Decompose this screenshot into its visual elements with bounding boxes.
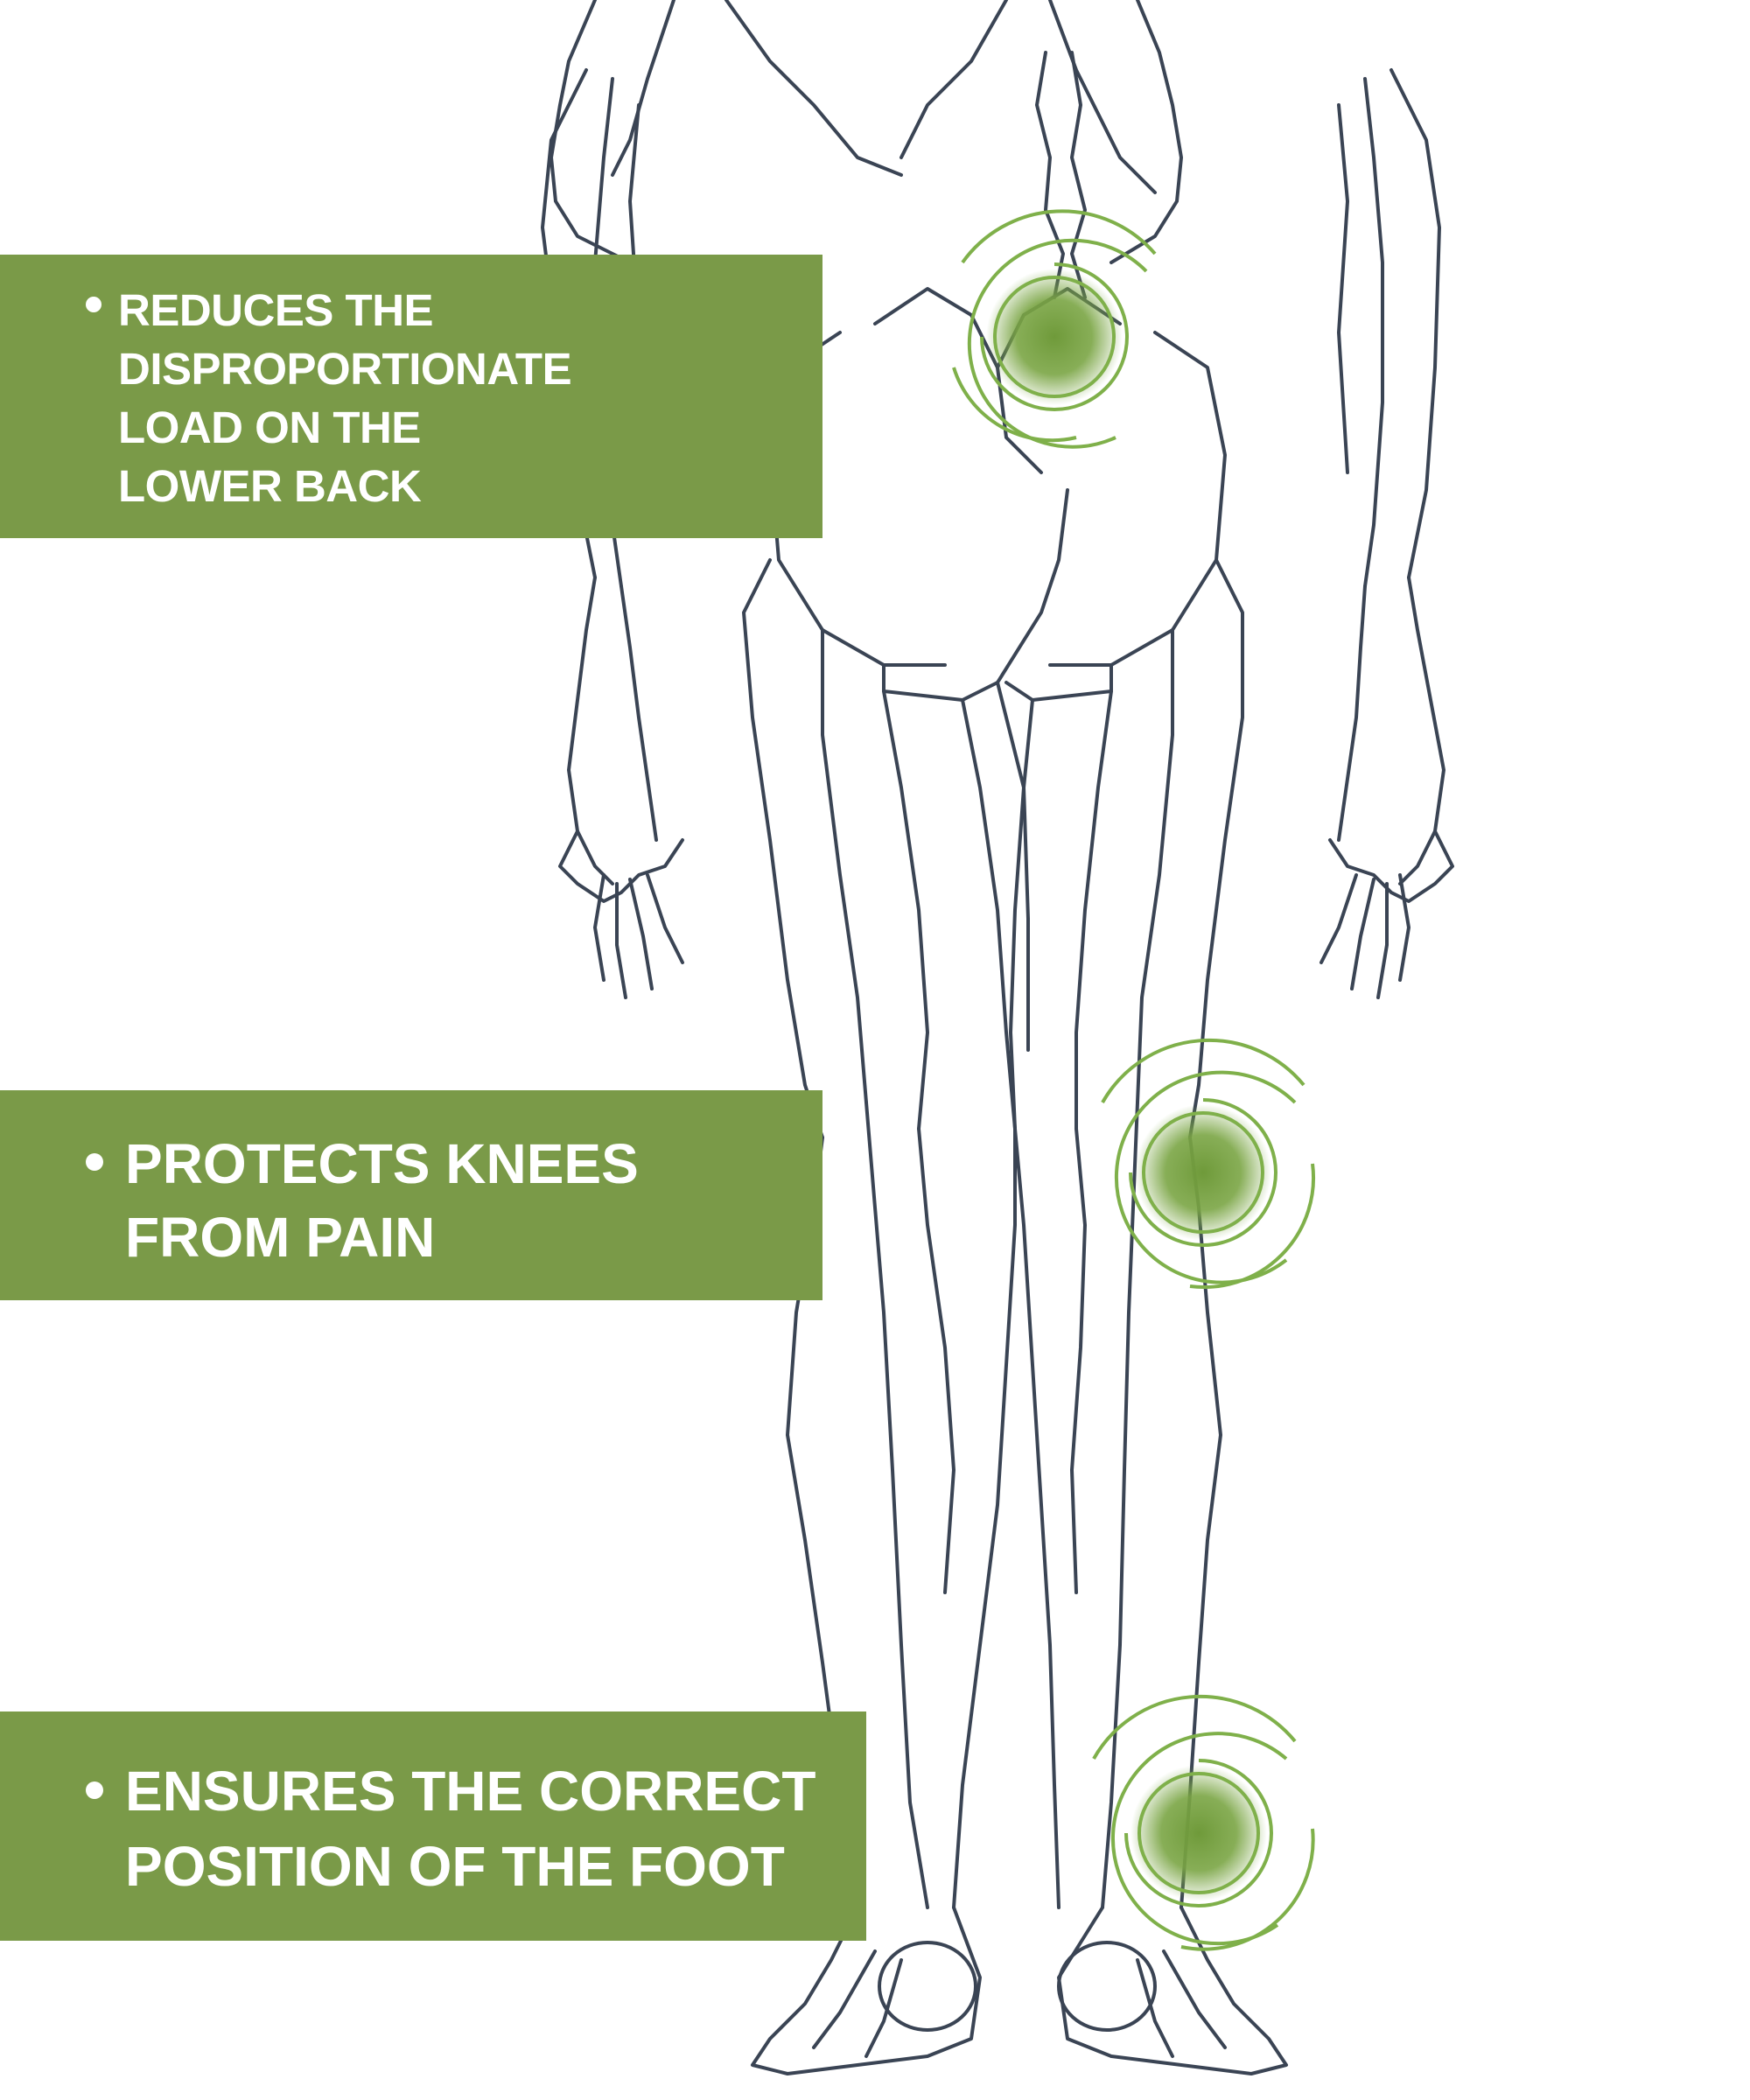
benefit-line: REDUCES THE [118, 285, 434, 335]
benefit-line: POSITION OF THE FOOT [125, 1835, 785, 1898]
benefit-text: REDUCES THE DISPROPORTIONATE LOAD ON THE… [118, 281, 572, 515]
glow-knee [1135, 1104, 1271, 1241]
benefit-text: ENSURES THE CORRECT POSITION OF THE FOOT [125, 1754, 816, 1904]
bullet-icon [86, 1153, 103, 1171]
body-outline [541, 0, 1454, 2076]
benefit-line: LOWER BACK [118, 461, 422, 511]
benefit-line: DISPROPORTIONATE [118, 344, 572, 394]
benefit-line: FROM PAIN [125, 1206, 436, 1269]
pain-point-foot [1092, 1694, 1315, 1951]
bullet-icon [86, 1782, 103, 1799]
pain-point-knee [1101, 1038, 1316, 1290]
benefit-line: ENSURES THE CORRECT [125, 1760, 816, 1823]
benefit-banner-foot: ENSURES THE CORRECT POSITION OF THE FOOT [0, 1712, 866, 1941]
glow-foot [1130, 1765, 1267, 1901]
benefit-line: PROTECTS KNEES [125, 1132, 639, 1195]
benefit-text: PROTECTS KNEES FROM PAIN [125, 1127, 639, 1274]
benefit-banner-lower-back: REDUCES THE DISPROPORTIONATE LOAD ON THE… [0, 255, 822, 538]
pain-point-lower-back [952, 209, 1157, 449]
benefit-line: LOAD ON THE [118, 402, 421, 452]
bullet-icon [86, 297, 102, 312]
benefit-banner-knees: PROTECTS KNEES FROM PAIN [0, 1090, 822, 1300]
glow-back [986, 269, 1123, 405]
